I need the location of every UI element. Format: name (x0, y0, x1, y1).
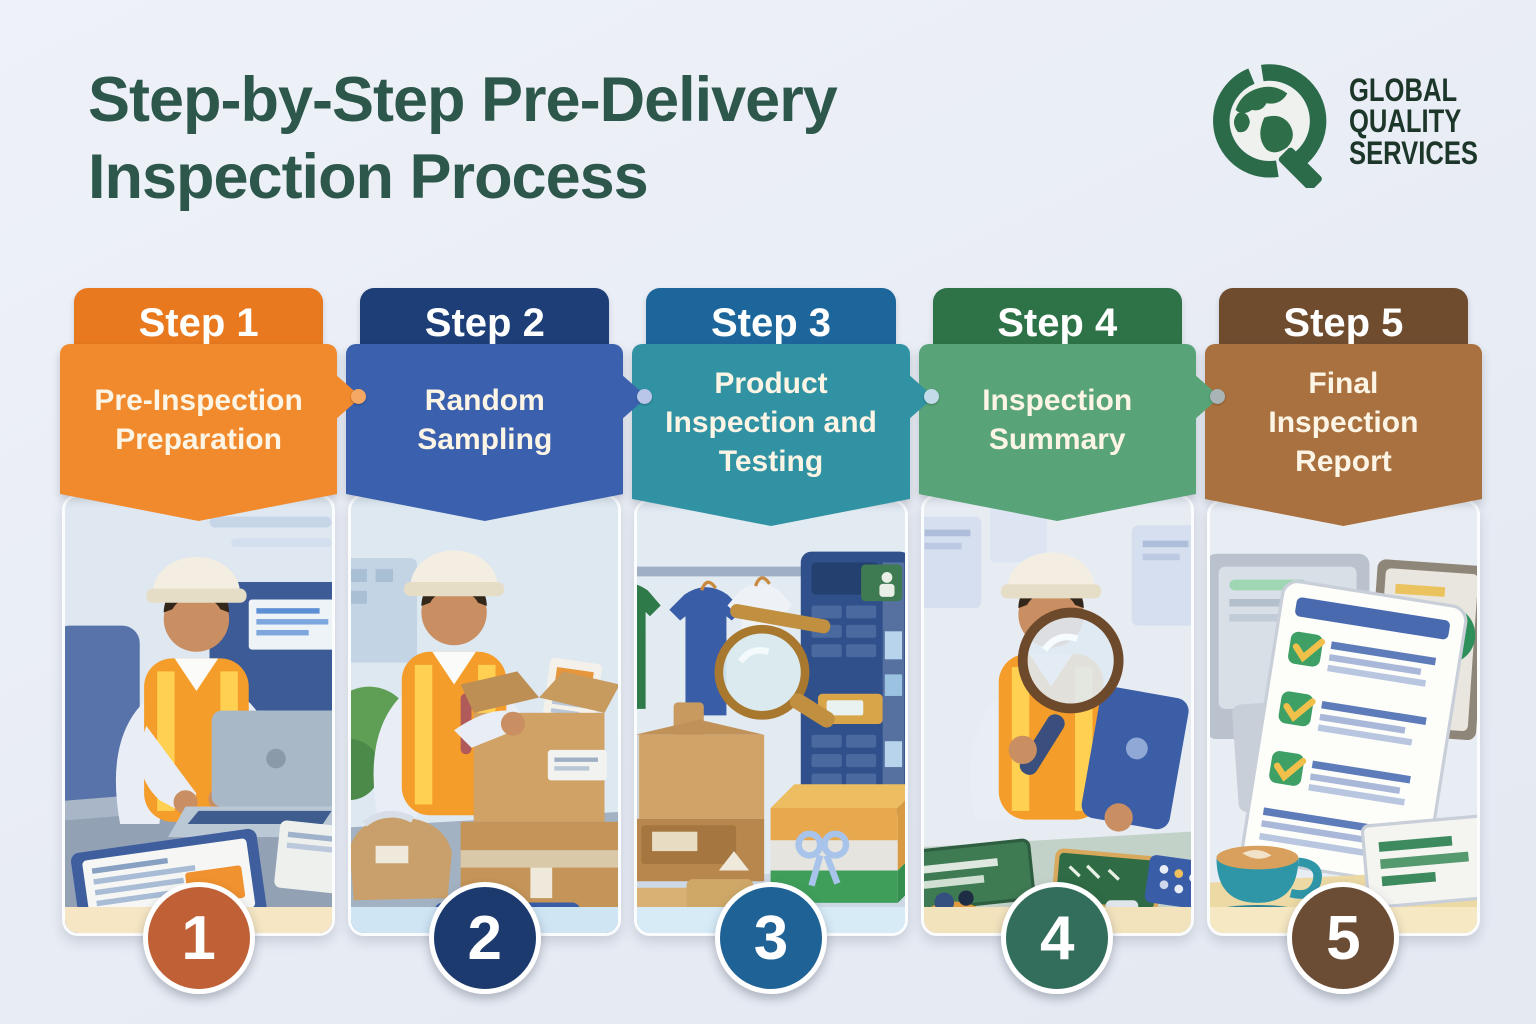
page-title: Step-by-Step Pre-Delivery Inspection Pro… (88, 62, 838, 216)
brand-line1: GLOBAL (1348, 71, 1457, 108)
connector-pin-icon (1209, 389, 1225, 404)
step-card-1: Step 1 Pre-Inspection Preparation (60, 288, 367, 1000)
connector-pin-icon (351, 389, 367, 404)
brand-name: GLOBAL QUALITY SERVICES (1348, 71, 1478, 171)
brand-line3: SERVICES (1348, 134, 1478, 171)
step-card-2: Step 2 Random Sampling (346, 288, 653, 1000)
step-2-illustration-panel (348, 494, 622, 936)
step-3-illustration-panel (634, 499, 908, 936)
step-1-title: Pre-Inspection Preparation (94, 384, 303, 456)
page-title-line1: Step-by-Step Pre-Delivery (88, 65, 838, 135)
step-4-number: 4 (1039, 903, 1075, 973)
step-1-number: 1 (181, 903, 216, 973)
step-3-number: 3 (753, 903, 789, 973)
step-4-title-banner: Inspection Summary (918, 344, 1225, 521)
step-2-label: Step 2 (424, 300, 545, 345)
step-2-number: 2 (467, 903, 503, 973)
step-card-3: Step 3 Product Inspection and Testing (632, 288, 939, 1000)
step-4-illustration-panel (920, 494, 1194, 936)
step-3-label: Step 3 (710, 300, 832, 345)
step-5-title: Final Inspection Report (1268, 367, 1419, 478)
step-card-5: Step 5 Final Inspection Report (1204, 288, 1483, 1000)
step-3-title: Product Inspection and Testing (665, 367, 877, 478)
step-3-title-banner: Product Inspection and Testing (632, 344, 939, 526)
step-1-label: Step 1 (138, 300, 259, 345)
step-1-title-banner: Pre-Inspection Preparation (60, 344, 367, 521)
garment-rack-boxes-magnifier-illustration (637, 502, 905, 933)
checklist-report-coffee-illustration (1209, 502, 1478, 933)
connector-pin-icon (923, 389, 939, 404)
step-5-number-badge: 5 (1287, 882, 1400, 994)
step-1-illustration-panel (62, 494, 336, 936)
brand-logo: GLOBAL QUALITY SERVICES (1207, 56, 1510, 188)
worker-magnifier-tablet-illustration (923, 497, 1191, 933)
globe-q-icon (1212, 64, 1327, 188)
step-5-title-banner: Final Inspection Report (1204, 344, 1483, 526)
step-2-title-banner: Random Sampling (346, 344, 653, 521)
steps-row: Step 1 Pre-Inspection Preparation (60, 288, 1483, 1000)
step-2-number-badge: 2 (428, 882, 541, 994)
step-4-label: Step 4 (997, 300, 1118, 345)
worker-typing-on-laptop-illustration (65, 497, 333, 933)
step-5-label: Step 5 (1283, 300, 1404, 345)
step-4-title: Inspection Summary (982, 384, 1133, 456)
worker-opening-carton-boxes-illustration (351, 497, 619, 933)
step-card-4: Step 4 Inspection Summary (918, 288, 1225, 1000)
step-2-title: Random Sampling (417, 384, 553, 456)
step-5-illustration-panel (1206, 499, 1481, 936)
step-1-number-badge: 1 (142, 882, 255, 994)
step-5-number: 5 (1326, 903, 1361, 973)
page-title-line2: Inspection Process (88, 141, 649, 212)
connector-pin-icon (637, 389, 653, 404)
step-4-number-badge: 4 (1001, 882, 1114, 994)
step-3-number-badge: 3 (715, 882, 827, 994)
brand-line2: QUALITY (1348, 103, 1462, 140)
